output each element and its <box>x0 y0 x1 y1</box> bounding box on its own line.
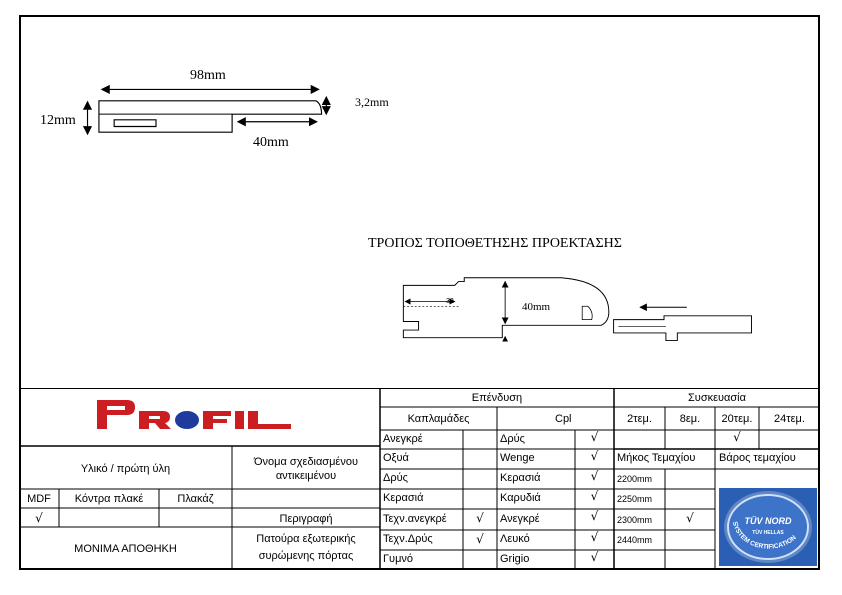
cpl-name: Λευκό <box>500 533 530 545</box>
packaging-option: 2τεμ. <box>627 413 652 425</box>
length-value: 2300mm <box>617 515 653 525</box>
veneer-name: Οξυά <box>383 452 409 464</box>
veneer-header: Καπλαμάδες <box>407 413 470 425</box>
cpl-name: Wenge <box>500 452 535 464</box>
length-value: 2440mm <box>617 535 653 545</box>
tongue-label: 40mm <box>253 135 289 150</box>
packaging-option: 8εμ. <box>679 413 701 425</box>
technical-drawing <box>82 84 753 342</box>
veneer-check: √ <box>476 511 484 525</box>
packaging-option: 20τεμ. <box>721 413 753 425</box>
veneer-name: Τεχν.Δρύς <box>383 533 433 545</box>
cpl-check: √ <box>590 550 599 564</box>
install-inner-label: 32 <box>446 298 454 305</box>
profil-logo <box>97 400 291 429</box>
length-header: Μήκος Τεμαχίου <box>617 452 696 464</box>
length-check: √ <box>686 511 694 525</box>
thickness-label: 3,2mm <box>355 95 389 109</box>
cpl-name: Κερασιά <box>500 472 541 484</box>
packaging-check: √ <box>733 430 741 444</box>
install-profile <box>402 277 753 342</box>
description-value-1: Πατούρα εξωτερικής <box>256 533 356 545</box>
top-profile <box>82 84 331 136</box>
weight-header: Βάρος τεμαχίου <box>719 452 796 464</box>
veneer-name: Ανεγκρέ <box>383 433 423 445</box>
packaging-option: 24τεμ. <box>774 413 805 425</box>
veneer-name: Τεχν.ανεγκρέ <box>383 513 447 525</box>
cert-line1: TÜV NORD <box>745 516 793 526</box>
storage-label: ΜΟΝΙΜΑ ΑΠΟΘΗΚΗ <box>74 543 177 555</box>
cpl-check: √ <box>590 530 599 544</box>
cpl-name: Καρυδιά <box>500 492 541 504</box>
design-name-label-1: Όνομα σχεδιασμένου <box>254 456 358 468</box>
cpl-check: √ <box>590 509 599 523</box>
cert-line2: TÜV HELLAS <box>752 529 784 536</box>
cpl-header: Cpl <box>555 413 572 425</box>
cpl-check: √ <box>590 430 599 444</box>
veneer-name: Γυμνό <box>383 553 414 565</box>
veneer-check: √ <box>476 532 484 546</box>
cpl-check: √ <box>590 489 599 503</box>
material-title: Υλικό / πρώτη ύλη <box>80 463 171 475</box>
width-label: 98mm <box>190 68 226 83</box>
material-plywood: Κόντρα πλακέ <box>74 493 144 505</box>
install-height-label: 40mm <box>522 301 551 313</box>
length-value: 2200mm <box>617 474 653 484</box>
packaging-header: Συσκευασία <box>688 392 746 404</box>
logo-globe <box>175 411 199 429</box>
cpl-check: √ <box>590 469 599 483</box>
description-value-2: συρώμενης πόρτας <box>258 550 354 562</box>
title-block: Υλικό / πρώτη ύλη Όνομα σχεδιασμένου αντ… <box>19 388 820 570</box>
height-label: 12mm <box>40 113 76 128</box>
install-title: ΤΡΟΠΟΣ ΤΟΠΟΘΕΤΗΣΗΣ ΠΡΟΕΚΤΑΣΗΣ <box>368 236 622 251</box>
mdf-check: √ <box>35 511 43 525</box>
cpl-name: Δρύς <box>500 433 525 445</box>
cpl-name: Ανεγκρέ <box>500 513 540 525</box>
material-blockboard: Πλακάζ <box>177 493 214 505</box>
design-name-label-2: αντικειμένου <box>275 470 337 482</box>
veneer-name: Κερασιά <box>383 492 424 504</box>
coating-header: Επένδυση <box>471 392 523 404</box>
tuv-certification-seal: TÜV NORD TÜV HELLAS SYSTEM CERTIFICATION <box>719 488 817 566</box>
cpl-name: Grigio <box>500 553 530 565</box>
veneer-name: Δρύς <box>383 472 408 484</box>
material-mdf: MDF <box>27 493 51 505</box>
length-value: 2250mm <box>617 494 653 504</box>
cpl-check: √ <box>590 449 599 463</box>
description-label: Περιγραφή <box>279 513 333 525</box>
title-block-grid <box>19 388 820 570</box>
